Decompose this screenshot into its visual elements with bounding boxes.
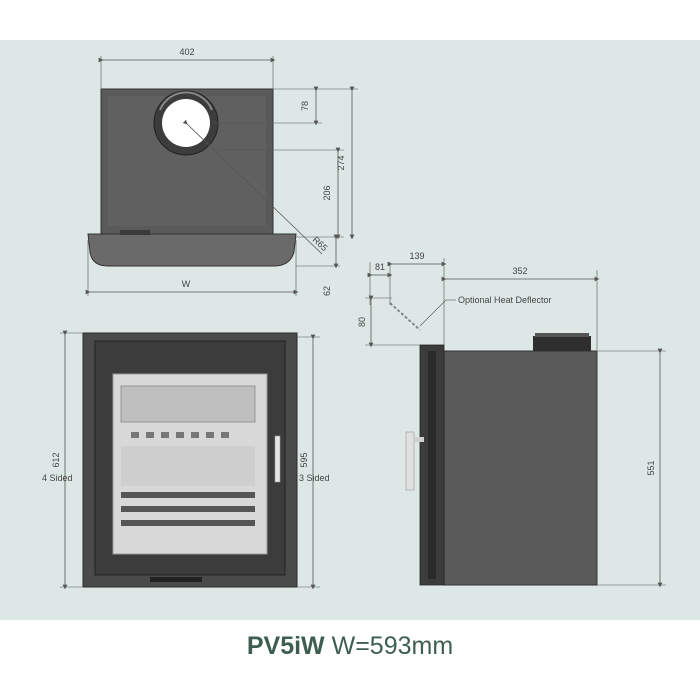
model-caption: PV5iW W=593mm xyxy=(0,632,700,661)
dim-139-label: 139 xyxy=(409,251,424,261)
side-view-body xyxy=(443,350,598,586)
front-view: 612 4 Sided 595 3 Sided xyxy=(42,330,330,590)
top-view: 402 78 206 274 R65 62 W xyxy=(85,47,358,296)
dim-62-label: 62 xyxy=(322,286,332,296)
dim-402-label: 402 xyxy=(179,47,194,57)
label-3-sided: 3 Sided xyxy=(299,473,330,483)
flue-collar-highlight xyxy=(159,91,213,111)
drawing-canvas: 402 78 206 274 R65 62 W xyxy=(42,47,666,590)
side-view-flue-top xyxy=(535,333,589,337)
firebox-grate-bar-2 xyxy=(121,506,255,512)
side-view-handle xyxy=(405,431,415,491)
dim-78-label: 78 xyxy=(300,101,310,111)
top-view-vent-slot xyxy=(120,230,150,235)
model-name: PV5iW xyxy=(246,632,325,660)
dim-w-label: W xyxy=(182,279,191,289)
model-width: W=593mm xyxy=(331,632,454,660)
door-handle xyxy=(274,435,281,483)
side-view: 81 139 352 80 Optional Heat Deflector 55… xyxy=(357,251,666,588)
dim-r65-label: R65 xyxy=(311,235,330,254)
deflector-leader-line xyxy=(419,299,447,327)
dim-r65-line xyxy=(182,119,323,255)
heat-deflector xyxy=(389,302,421,331)
firebox-back-panel xyxy=(121,446,255,486)
front-air-control xyxy=(150,577,202,582)
side-view-door-edge xyxy=(428,351,436,579)
dim-274-label: 274 xyxy=(336,155,346,170)
top-view-front-plate xyxy=(87,233,297,267)
dim-206-label: 206 xyxy=(322,185,332,200)
firebox-grate-bar-1 xyxy=(121,492,255,498)
dim-352-label: 352 xyxy=(512,266,527,276)
dim-81-label: 81 xyxy=(375,262,385,272)
dim-80-label: 80 xyxy=(357,317,367,327)
firebox-air-holes xyxy=(131,432,229,438)
side-view-handle-bracket xyxy=(414,437,424,442)
firebox-baffle xyxy=(120,385,256,423)
label-4-sided: 4 Sided xyxy=(42,473,73,483)
dim-551-label: 551 xyxy=(646,460,656,475)
technical-drawing: 402 78 206 274 R65 62 W xyxy=(0,40,700,620)
side-view-flue-collar xyxy=(533,336,591,351)
deflector-label: Optional Heat Deflector xyxy=(458,295,552,305)
firebox-grate-bar-3 xyxy=(121,520,255,526)
dim-612-label: 612 xyxy=(51,452,61,467)
dim-595-label: 595 xyxy=(299,452,309,467)
